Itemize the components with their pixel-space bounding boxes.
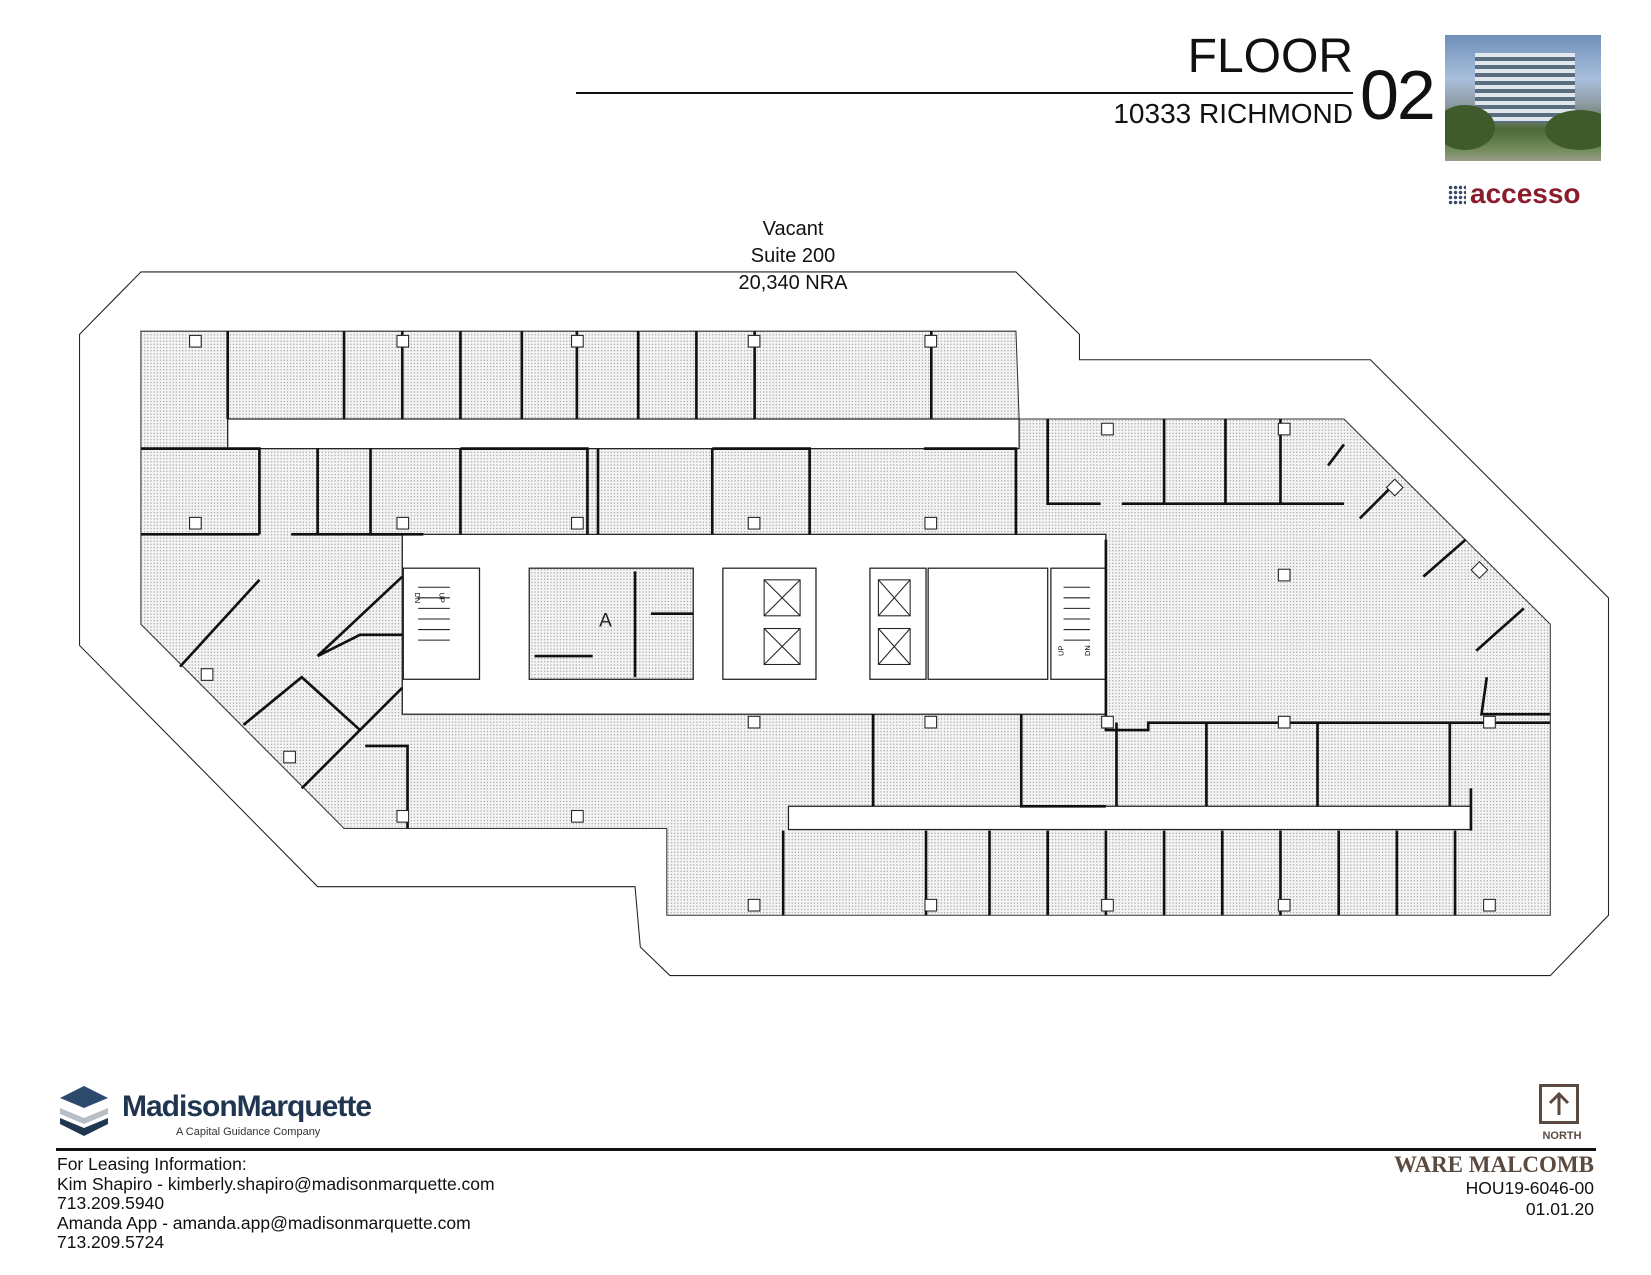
architect-name: WARE MALCOMB [1394,1152,1594,1177]
elevator-bank-east [869,567,927,680]
building-facade [1475,53,1575,123]
corridor-south [787,805,1472,831]
contact-phone[interactable]: 713.209.5940 [57,1193,165,1213]
suite-area: 20,340 NRA [738,272,848,294]
north-arrow-icon [1539,1084,1579,1124]
tree [1545,110,1601,150]
broker-name: MadisonMarquette [122,1090,372,1123]
room-label-a: A [599,610,612,631]
corridor-north [227,418,1020,450]
leasing-heading: For Leasing Information: [57,1154,247,1174]
suite-status: Vacant [762,218,824,240]
building-photo [1445,35,1601,161]
madison-marquette-mark-icon [60,1086,108,1136]
floor-number: 02 [1360,56,1436,134]
contact-phone[interactable]: 713.209.5724 [57,1232,165,1252]
room-a [528,567,694,680]
tenant-logo-text: accesso [1470,178,1581,209]
contact-line[interactable]: Kim Shapiro - kimberly.shapiro@madisonma… [57,1173,495,1194]
footer-divider [56,1148,1596,1151]
broker-tagline: A Capital Guidance Company [176,1126,321,1138]
stair-west [402,567,481,680]
stair-down-label: DN [413,593,422,604]
leasing-info: For Leasing Information: Kim Shapiro - k… [57,1154,495,1253]
project-info: HOU19-6046-00 01.01.20 [1300,1178,1594,1220]
contact-line[interactable]: Amanda App - amanda.app@madisonmarquette… [57,1212,471,1233]
suite-number: Suite 200 [750,245,836,267]
site-outline [79,271,1610,977]
stair-up-label: UP [437,593,446,603]
stair-down-label-east: DN [1083,645,1092,656]
north-label: NORTH [1542,1130,1582,1142]
project-number: HOU19-6046-00 [1465,1178,1594,1198]
stair-east [1050,567,1107,680]
broker-logo: MadisonMarquette A Capital Guidance Comp… [56,1082,372,1140]
restroom [927,567,1049,680]
header-divider [576,92,1353,94]
suite-info: Vacant Suite 200 20,340 NRA [693,216,893,297]
building-address: 10333 RICHMOND [1113,98,1353,129]
floor-label: FLOOR [1187,30,1353,83]
plan-date: 01.01.20 [1525,1199,1594,1219]
stair-up-label-east: UP [1057,646,1066,656]
tree [1445,105,1495,150]
accesso-dots-icon [1448,185,1466,205]
tenant-logo: accesso [1448,178,1581,210]
